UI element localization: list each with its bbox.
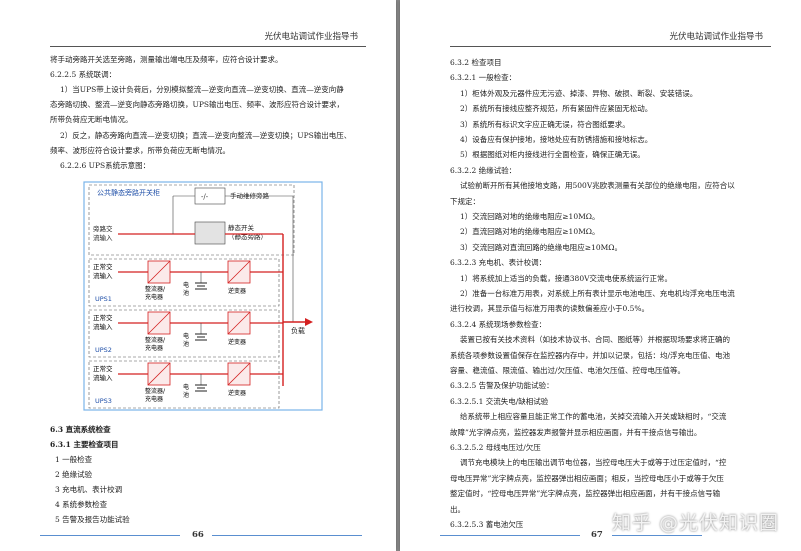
inverter-label: 逆变器 <box>228 287 246 295</box>
inverter-label: 逆变器 <box>228 389 246 397</box>
watermark: 知乎 @光伏知识圈 <box>611 512 779 534</box>
ups-unit-3: 正常交 流输入 电 池 整流器/ 充电器 逆变器 UPS3 <box>88 360 283 409</box>
normal-input-label: 正常交 <box>93 364 113 373</box>
body-line: 装置已按有关技术资料（如技术协议书、合同、图纸等）并根据现场要求将正确的 <box>460 335 730 345</box>
cabinet-label: 公共静态旁路开关柜 <box>97 188 160 197</box>
rectifier-label: 充电器 <box>145 395 163 403</box>
list-item: 2 绝缘试验 <box>55 470 93 479</box>
switch-symbol-icon: -/- <box>201 193 209 201</box>
body-line: 整定值时，“控母电压异常”光字牌点亮，监控器弹出相应画面，并有干接点信号输 <box>450 489 721 499</box>
ups-label: UPS1 <box>95 295 112 303</box>
header-rule <box>50 46 366 47</box>
battery-label: 池 <box>183 391 189 399</box>
body-line: 2）反之，静态旁路向直流—逆变切换；直流—逆变向整流—逆变切换；UPS输出电压、 <box>60 131 352 140</box>
body-line: 容量、稳流值、限流值、输出过/欠压值、电池欠压值、控母电压值等。 <box>450 366 686 375</box>
inverter-label: 逆变器 <box>228 338 246 346</box>
body-line: 试验前断开所有其他接地支路，用500V兆欧表测量有关部位的绝缘电阻，应符合以 <box>460 181 735 191</box>
cabinet-label-text: 公共静态旁路开关柜 <box>97 188 160 197</box>
load-label: 负载 <box>291 326 305 335</box>
body-line: 6.3.2.5.2 母线电压过/欠压 <box>450 443 541 452</box>
footer-rule-left <box>40 535 180 536</box>
body-line: 将手动旁路开关选至旁路，测量输出端电压及频率，应符合设计要求。 <box>50 55 283 64</box>
body-line: 出。 <box>450 504 465 514</box>
body-line: 2）系统所有接线应整齐规范，所有紧固件应紧固无松动。 <box>460 104 653 114</box>
body-line: 给系统带上相应容量且能正常工作的蓄电池，关掉交流输入开关或缺相时，“交流 <box>460 412 727 422</box>
running-header: 光伏电站调试作业指导书 <box>669 32 763 42</box>
page-number: 67 <box>591 530 603 540</box>
battery-label: 电 <box>183 332 189 340</box>
battery-label: 池 <box>183 340 189 348</box>
static-switch-label-2: （静态旁路） <box>228 232 267 241</box>
body-line: 6.2.2.5 系统联调： <box>50 70 117 79</box>
body-line: 2）直流回路对地的绝缘电阻应≥10MΩ。 <box>460 227 600 237</box>
body-line: 1）柜体外观及元器件应无污迹、掉漆、异物、破损、断裂、安装错误。 <box>460 88 698 98</box>
ups-label: UPS3 <box>95 397 112 405</box>
running-header: 光伏电站调试作业指导书 <box>264 32 358 42</box>
body-line: 进行校调，其显示值与标准万用表的读数偏差应小于0.5%。 <box>450 304 650 314</box>
list-item: 5 告警及报告功能试验 <box>55 515 130 524</box>
static-switch-label-1: 静态开关 <box>228 223 255 232</box>
rectifier-label: 充电器 <box>145 344 163 352</box>
body-line: 1）交流回路对地的绝缘电阻应≥10MΩ。 <box>460 212 600 221</box>
body-line: 6.2.2.6 UPS系统示意图： <box>60 161 151 170</box>
section-heading: 6.3.1 主要检查项目 <box>50 440 119 449</box>
normal-input-label: 流输入 <box>93 373 113 382</box>
left-page: 光伏电站调试作业指导书 将手动旁路开关选至旁路，测量输出端电压及频率，应符合设计… <box>0 0 396 551</box>
body-line: 6.3.2.5 告警及保护功能试验： <box>450 381 554 391</box>
footer-rule-left <box>440 535 580 536</box>
ups-system-diagram: 公共静态旁路开关柜 -/- 手动维修旁路 静态开关 （静态旁路） 旁路交 流输入… <box>83 181 323 411</box>
normal-input-label: 流输入 <box>93 271 113 280</box>
normal-input-label: 流输入 <box>93 322 113 331</box>
list-item: 4 系统参数检查 <box>55 500 108 509</box>
rectifier-label: 整流器/ <box>145 387 166 395</box>
body-line: 6.3.2.4 系统现场参数检查： <box>450 319 547 329</box>
normal-input-label: 正常交 <box>93 262 113 271</box>
body-line: 下规定： <box>450 196 480 206</box>
body-line: 母电压异常”光字牌点亮，监控器弹出相应画面；相反，当控母电压小于或等于欠压 <box>450 473 724 483</box>
header-rule <box>450 46 771 47</box>
page-number: 66 <box>192 530 204 540</box>
bypass-input-label-1: 旁路交 <box>93 224 113 233</box>
rectifier-label: 充电器 <box>145 293 163 301</box>
ups-unit-2: 正常交 流输入 电 池 整流器/ 充电器 逆变器 UPS2 <box>88 309 283 358</box>
battery-label: 池 <box>183 289 189 297</box>
list-item: 3 充电机、表计校调 <box>55 485 123 494</box>
body-line: 6.3.2.1 一般检查： <box>450 73 517 83</box>
footer-rule-right <box>612 535 702 536</box>
body-line: 6.3.2 检查项目 <box>450 58 502 67</box>
body-line: 5）根据图纸对柜内接线进行全面检查，确保正确无误。 <box>460 150 645 160</box>
battery-label: 电 <box>183 383 189 391</box>
body-line: 6.3.2.3 充电机、表计校调： <box>450 258 547 268</box>
body-line: 3）交流回路对直流回路的绝缘电阻应≥10MΩ。 <box>460 242 622 252</box>
body-line: 所带负荷应无断电情况。 <box>50 115 133 124</box>
body-line: 6.3.2.5.1 交流失电/缺相试验 <box>450 396 549 406</box>
normal-input-label: 正常交 <box>93 313 113 322</box>
body-line: 1）当UPS带上设计负荷后，分别模拟整流—逆变向直流—逆变切换、直流—逆变向静 <box>60 85 344 94</box>
body-line: 态旁路切换、整流—逆变向静态旁路切换，UPS输出电压、频率、波形应符合设计要求， <box>50 100 345 109</box>
body-line: 1）将系统加上适当的负载，接通380V交流电使系统运行正常。 <box>460 273 673 283</box>
body-line: 4）设备应有保护接地，接地处应有防锈措施和接地标志。 <box>460 135 653 144</box>
manual-bypass-label: 手动维修旁路 <box>230 191 270 200</box>
body-line: 6.3.2.2 绝缘试验： <box>450 165 517 175</box>
bypass-input-label-2: 流输入 <box>93 233 113 242</box>
body-line: 故障”光字牌点亮，监控器发声报警并显示相应画面，并有干接点信号输出。 <box>450 427 702 437</box>
body-line: 调节充电模块上的电压输出调节电位器，当控母电压大于或等于过压定值时，“控 <box>460 458 727 468</box>
footer-rule-right <box>212 535 362 536</box>
battery-label: 电 <box>183 281 189 289</box>
body-line: 2）准备一台标准万用表，对系统上所有表计显示电池电压、充电机均浮充电压电流 <box>460 289 735 298</box>
right-page: 光伏电站调试作业指导书 6.3.2 检查项目 6.3.2.1 一般检查： 1）柜体外… <box>400 0 801 551</box>
body-line: 系统各项参数设置值保存在监控器内存中，并加以记录，包括：均/浮充电压值、电池 <box>450 350 731 360</box>
section-heading: 6.3 直流系统检查 <box>50 425 111 434</box>
rectifier-label: 整流器/ <box>145 285 166 293</box>
body-line: 3）系统所有标识文字应正确无误，符合图纸要求。 <box>460 119 630 129</box>
body-line: 6.3.2.5.3 蓄电池欠压 <box>450 520 524 529</box>
ups-label: UPS2 <box>95 346 112 354</box>
body-line: 频率、波形应符合设计要求，所带负荷应无断电情况。 <box>50 146 230 155</box>
ups-unit-1: 正常交 流输入 电 池 整流器/ 充电器 逆变器 UPS1 <box>88 258 283 307</box>
list-item: 1 一般检查 <box>55 455 93 464</box>
rectifier-label: 整流器/ <box>145 336 166 344</box>
